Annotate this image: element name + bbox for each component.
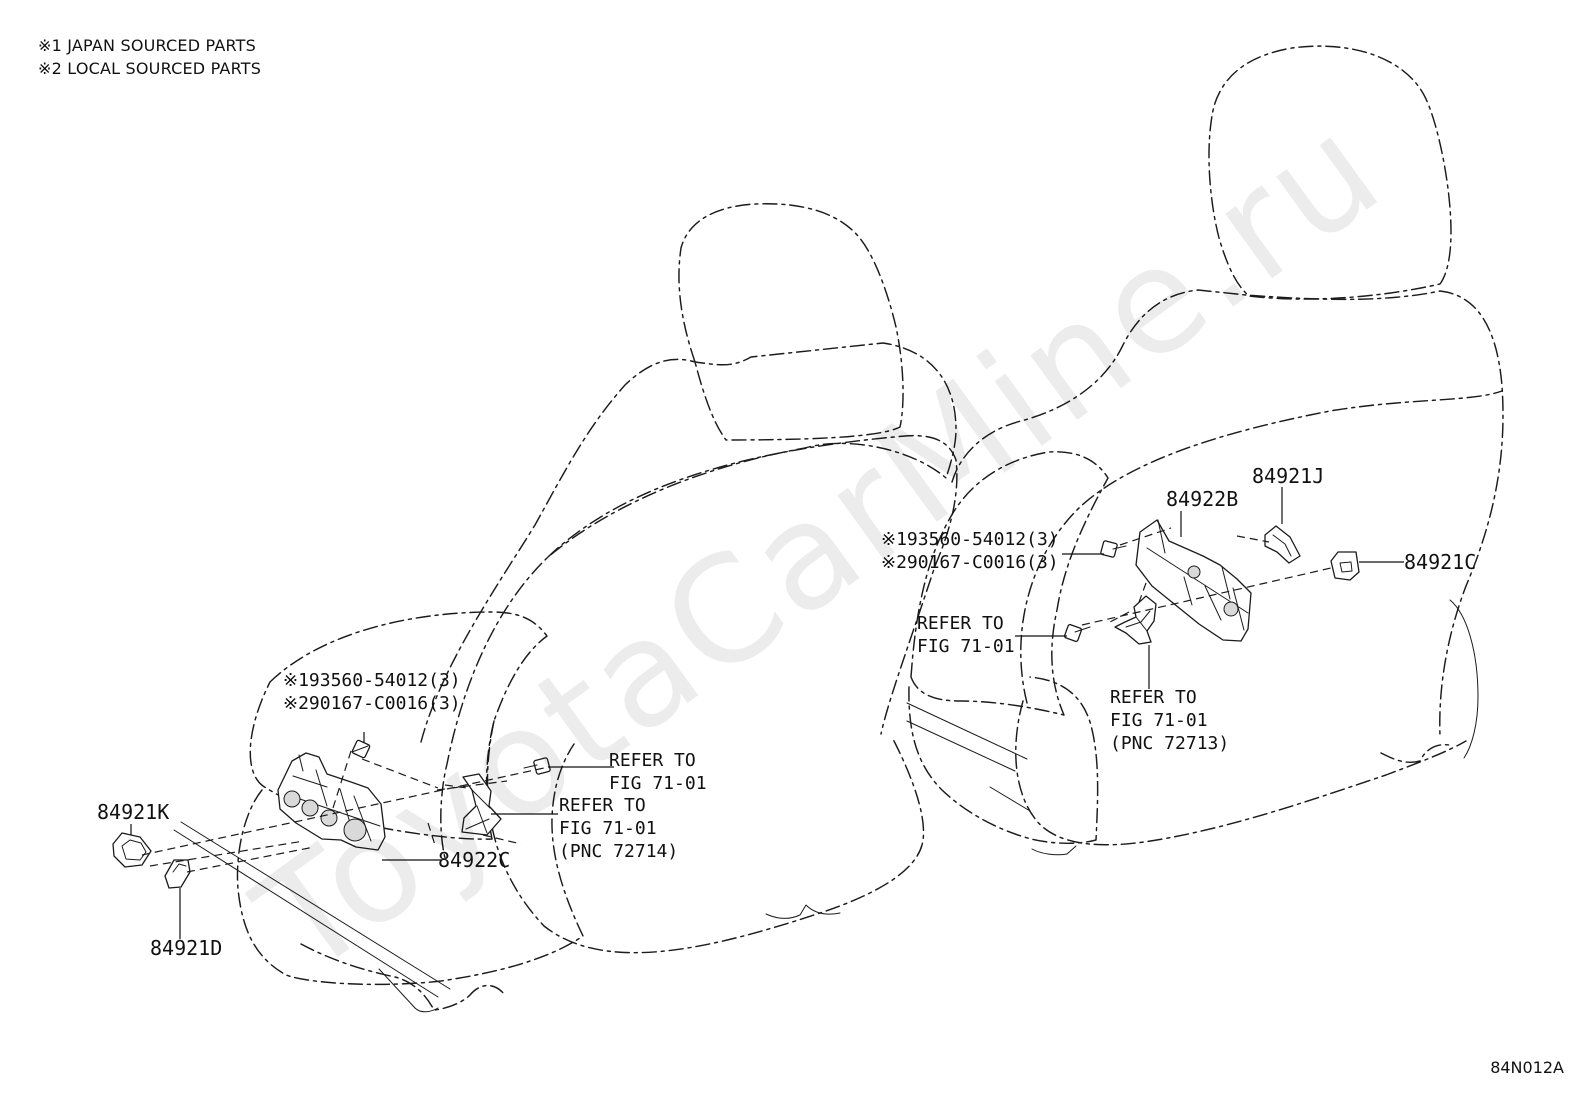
right-knob-1 [1187,565,1201,579]
left-knob-3 [320,809,338,827]
left-knob-4 [343,818,367,842]
right-bracket [1114,595,1157,645]
left-seat-outline [173,203,958,1013]
left-switch-details [287,754,381,842]
right-refer-bracket-line-2: FIG 71-01 [1110,710,1208,731]
left-refer-bracket-line-3: (PNC 72714) [559,841,679,862]
left-seat-back-inner [547,434,958,735]
right-seat-lower-rail [1380,743,1450,764]
right-fastener-line-1: ※193560-54012(3) [881,529,1059,550]
left-fastener-line-1: ※193560-54012(3) [283,670,461,691]
right-switch-assembly [1063,519,1360,645]
right-refer-bracket-line-3: (PNC 72713) [1110,733,1230,754]
legend-japan-sourced: ※1 JAPAN SOURCED PARTS [38,36,257,55]
left-knob-cover-d-inner [172,863,187,873]
right-seat-cushion [910,451,1109,716]
left-refer-screw-line-1: REFER TO [609,750,696,771]
left-screw-2 [523,757,551,775]
right-fastener-line-2: ※290167-C0016(3) [881,552,1059,573]
left-seat-headrest [678,203,904,441]
left-refer-screw-line-2: FIG 71-01 [609,773,707,794]
label-84921j: 84921J [1252,464,1325,488]
right-seat-rail [906,702,1077,856]
right-seat-headrest [1208,45,1452,300]
left-screw-1 [351,739,371,759]
right-refer-screw-line-2: FIG 71-01 [917,636,1015,657]
right-seat-back-inner [1020,390,1503,704]
right-knob-cover-c [1330,551,1360,581]
right-screw-1 [1100,540,1127,558]
label-84921d: 84921D [150,936,223,960]
label-84922c: 84922C [438,848,511,872]
left-refer-bracket-line-2: FIG 71-01 [559,818,657,839]
label-84921k: 84921K [97,800,170,824]
leader-lines [130,487,1404,939]
right-assembly-axis [1081,527,1332,626]
right-seat-side-rail [1449,599,1479,759]
right-seat-side-panel [908,676,1099,845]
right-knob-2 [1223,601,1239,617]
right-seat-outline [906,45,1504,856]
right-switch-details [1146,519,1249,631]
diagram-code: 84N012A [1490,1058,1564,1077]
right-knob-cover-j [1264,525,1301,564]
left-fastener-line-2: ※290167-C0016(3) [283,693,461,714]
left-knob-cover-k-inner [121,839,147,861]
right-refer-screw-line-1: REFER TO [917,613,1004,634]
left-assembly-axis [141,750,545,873]
right-seat-backrest [951,289,1504,737]
right-knob-cover-j-inner [1272,534,1292,557]
left-seat-side-panel [236,743,584,986]
label-84921c: 84921C [1404,550,1477,574]
right-screw-2 [1063,623,1091,643]
left-refer-bracket-line-1: REFER TO [559,795,646,816]
left-seat-rail [173,821,451,1013]
left-knob-cover-d [164,859,191,889]
right-bracket-details [1125,610,1151,632]
left-seat-backrest [420,342,957,863]
left-seat-front-edge [486,720,925,954]
left-knob-1 [283,790,301,808]
right-knob-cover-c-inner [1339,561,1353,573]
left-bracket-details [465,788,491,834]
left-seat-lower-rail [300,943,505,1011]
label-84922b: 84922B [1166,487,1239,511]
legend-local-sourced: ※2 LOCAL SOURCED PARTS [38,59,262,78]
left-switch-assembly [112,739,551,889]
left-bracket [461,773,502,836]
left-seat-foot [765,904,841,919]
right-refer-bracket-line-1: REFER TO [1110,687,1197,708]
right-seat-front-edge [1015,700,1467,846]
left-knob-2 [301,799,319,817]
